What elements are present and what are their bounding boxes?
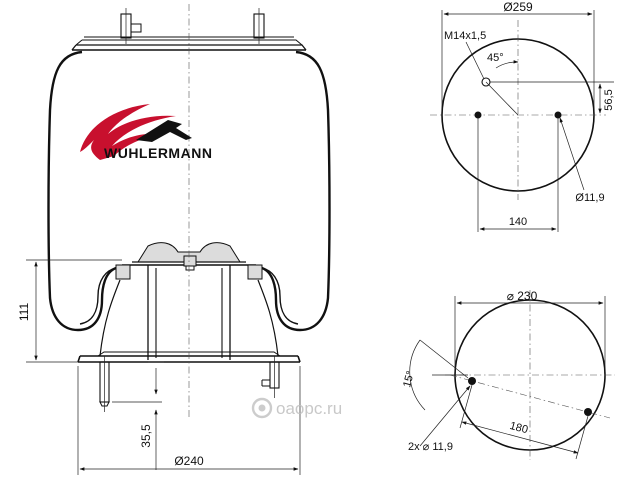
dim-height-label: 111 — [17, 303, 31, 322]
dim-diameter-side-label: Ø240 — [174, 454, 204, 468]
dim-diameter-bottom-label: ⌀ 230 — [507, 289, 538, 303]
brand-logo-swoosh — [80, 104, 176, 160]
dim-height: 111 — [17, 259, 122, 363]
watermark-logo-icon — [251, 397, 273, 419]
top-stud-left — [120, 8, 142, 44]
dim-offset-top: 56,5 — [490, 81, 615, 114]
bolt-hole — [474, 111, 482, 119]
dim-holes-bottom: 2x ⌀ 11,9 — [408, 385, 471, 453]
dim-spacing-top-label: 140 — [509, 216, 527, 228]
top-bolt-holes — [474, 111, 562, 119]
dim-spacing-bottom: 180 — [459, 384, 589, 460]
dim-holes-bottom-label: 2x ⌀ 11,9 — [408, 441, 453, 453]
brand-logo: WUHLERMANN — [80, 104, 212, 161]
bottom-stud-right — [261, 356, 280, 398]
thread-hole: M14x1,5 45° — [444, 30, 519, 116]
dim-angle-bottom-label: 15° — [401, 370, 417, 389]
top-view: Ø259 M14x1,5 45° 56,5 Ø11,9 — [430, 0, 615, 232]
bellows-outline — [47, 50, 117, 332]
angle-top-label: 45° — [487, 52, 504, 64]
dim-offset: 35,5 — [112, 361, 164, 470]
bottom-stud-left — [99, 356, 110, 412]
dim-offset-label: 35,5 — [139, 424, 153, 448]
dim-angle-bottom: 15° — [401, 339, 469, 411]
dim-diameter-bottom: ⌀ 230 — [454, 289, 606, 372]
top-stud-right — [253, 8, 265, 44]
bolt-hole — [554, 111, 562, 119]
side-view: 111 35,5 Ø240 WUHLERMANN — [17, 4, 331, 475]
bottom-view: ⌀ 230 15° 180 2x ⌀ 11,9 — [401, 289, 615, 460]
bolt-hole — [584, 408, 592, 416]
bottom-bolt-holes — [449, 374, 611, 419]
watermark: оаорс.ru — [251, 397, 342, 419]
dim-diameter-top: Ø259 — [441, 0, 595, 112]
watermark-text: оаорс.ru — [276, 399, 342, 418]
dim-diameter-side: Ø240 — [77, 366, 301, 475]
dim-hole-top-label: Ø11,9 — [575, 192, 604, 204]
thread-label: M14x1,5 — [444, 30, 486, 42]
dim-hole-top: Ø11,9 — [559, 117, 605, 204]
dim-offset-top-label: 56,5 — [603, 89, 615, 110]
brand-name: WUHLERMANN — [104, 145, 212, 161]
dim-spacing-top: 140 — [477, 118, 559, 232]
bolt-hole — [468, 377, 476, 385]
dim-spacing-bottom-label: 180 — [508, 420, 529, 436]
dim-diameter-top-label: Ø259 — [503, 0, 533, 14]
